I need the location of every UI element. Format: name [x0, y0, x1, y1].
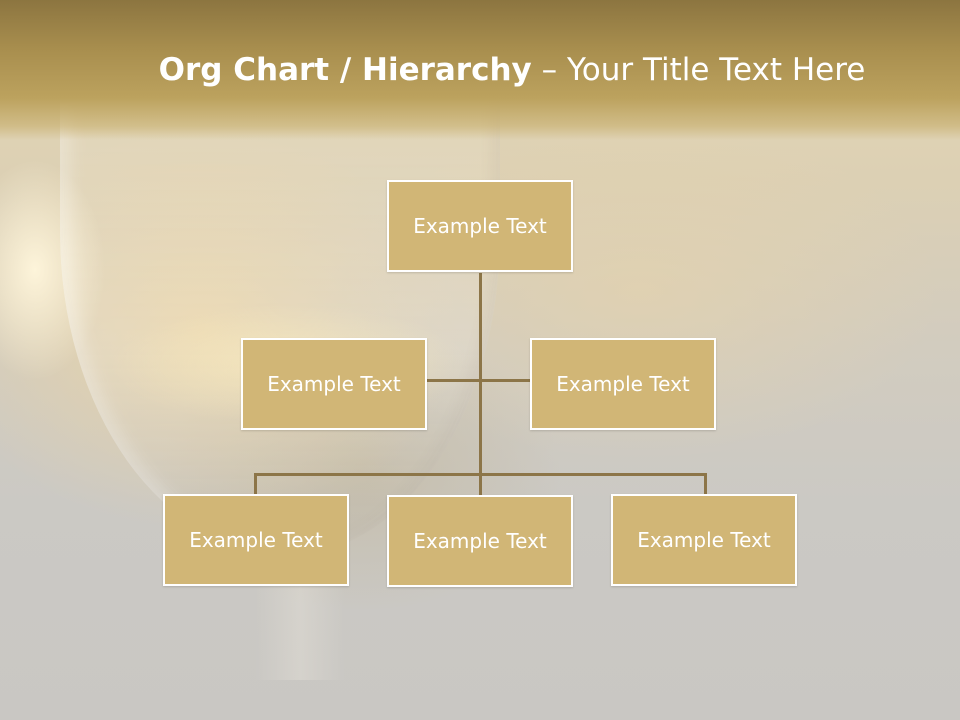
org-node-label: Example Text	[556, 372, 690, 396]
org-node-label: Example Text	[413, 529, 547, 553]
org-node-subordinate-left[interactable]: Example Text	[163, 494, 349, 586]
title-bold: Org Chart / Hierarchy	[158, 52, 532, 88]
org-node-top[interactable]: Example Text	[387, 180, 573, 272]
title-rest: Your Title Text Here	[566, 52, 866, 88]
connector-drop-left	[254, 473, 257, 495]
org-node-subordinate-center[interactable]: Example Text	[387, 495, 573, 587]
connector-drop-right	[704, 473, 707, 495]
title-dash: –	[541, 52, 558, 88]
slide-title: Org Chart / Hierarchy – Your Title Text …	[0, 52, 960, 88]
wine-glass-photo	[60, 95, 500, 555]
org-node-label: Example Text	[189, 528, 323, 552]
org-node-label: Example Text	[413, 214, 547, 238]
org-node-label: Example Text	[267, 372, 401, 396]
title-band	[0, 0, 960, 140]
org-node-assistant-right[interactable]: Example Text	[530, 338, 716, 430]
connector-subordinate-bar	[254, 473, 707, 476]
connector-assistant-bar	[427, 379, 532, 382]
org-node-assistant-left[interactable]: Example Text	[241, 338, 427, 430]
org-node-label: Example Text	[637, 528, 771, 552]
connector-trunk	[479, 273, 482, 495]
org-node-subordinate-right[interactable]: Example Text	[611, 494, 797, 586]
